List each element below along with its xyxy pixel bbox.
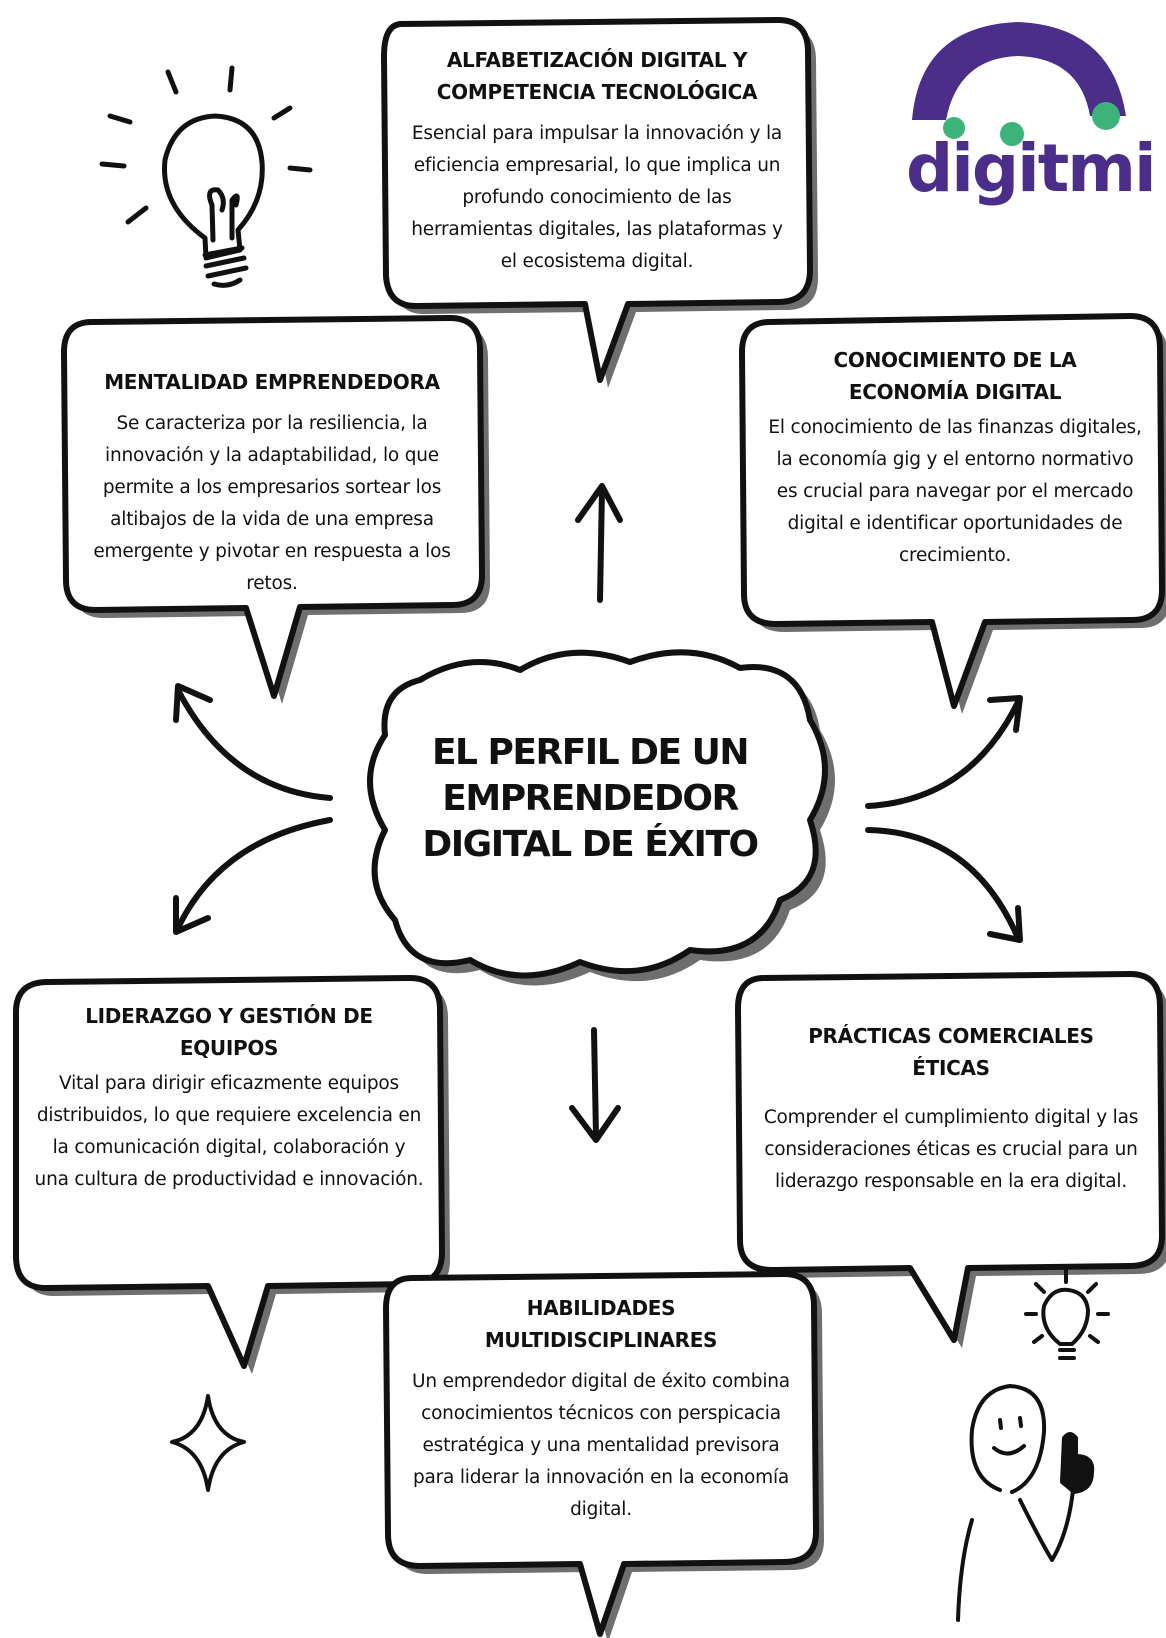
box-body: Vital para dirigir eficazmente equipos d… — [34, 1073, 424, 1190]
bubble-economia — [739, 313, 1165, 709]
lightbulb-icon — [99, 65, 313, 288]
person-idea-icon — [956, 1268, 1110, 1622]
box-body: Un emprendedor digital de éxito combina … — [412, 1371, 790, 1520]
box-alfabetizacion: ALFABETIZACIÓN DIGITAL Y COMPETENCIA TEC… — [404, 44, 790, 278]
box-heading: ALFABETIZACIÓN DIGITAL Y COMPETENCIA TEC… — [436, 48, 758, 104]
box-body: El conocimiento de las finanzas digitale… — [768, 417, 1142, 566]
logo-text: digitmi — [906, 130, 1157, 207]
bubble-habilidades — [383, 1271, 819, 1637]
diagram-title: EL PERFIL DE UN EMPRENDEDOR DIGITAL DE É… — [422, 732, 759, 865]
box-economia: CONOCIMIENTO DE LA ECONOMÍA DIGITAL El c… — [766, 344, 1144, 572]
bubble-mentalidad — [61, 315, 485, 699]
arrow-up — [575, 483, 623, 603]
box-liderazgo: LIDERAZGO Y GESTIÓN DE EQUIPOS Vital par… — [34, 1000, 424, 1196]
arrow-down — [569, 1027, 621, 1143]
box-habilidades: HABILIDADES MULTIDISCIPLINARES Un empren… — [404, 1292, 798, 1526]
arrow-upper-left — [173, 683, 333, 801]
bubble-practicas — [735, 971, 1165, 1343]
box-heading: LIDERAZGO Y GESTIÓN DE EQUIPOS — [85, 1004, 373, 1060]
arrow-upper-right — [865, 695, 1023, 809]
box-heading: HABILIDADES MULTIDISCIPLINARES — [484, 1296, 718, 1352]
digitmi-logo — [912, 22, 1126, 146]
box-body: Esencial para impulsar la innovación y l… — [411, 123, 783, 272]
box-body: Se caracteriza por la resiliencia, la in… — [93, 413, 451, 594]
center-cloud — [367, 649, 828, 979]
box-mentalidad: MENTALIDAD EMPRENDEDORA Se caracteriza p… — [80, 366, 464, 600]
box-heading: CONOCIMIENTO DE LA ECONOMÍA DIGITAL — [833, 348, 1077, 404]
bubble-liderazgo — [13, 975, 445, 1369]
bubble-alfabetizacion — [381, 17, 813, 383]
box-body: Comprender el cumplimiento digital y las… — [763, 1107, 1139, 1192]
sparkle-icon — [170, 1394, 246, 1492]
arrow-lower-right — [865, 827, 1023, 943]
box-practicas: PRÁCTICAS COMERCIALES ÉTICAS Comprender … — [756, 1020, 1146, 1198]
box-heading: PRÁCTICAS COMERCIALES ÉTICAS — [808, 1024, 1094, 1080]
arrow-lower-left — [173, 817, 333, 935]
box-heading: MENTALIDAD EMPRENDEDORA — [104, 370, 440, 394]
